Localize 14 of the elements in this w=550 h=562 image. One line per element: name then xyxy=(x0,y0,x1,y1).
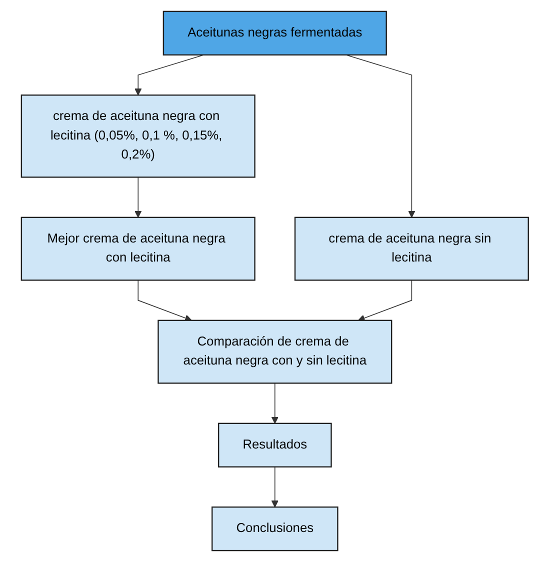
arrow xyxy=(134,176,142,218)
arrow xyxy=(346,54,416,218)
node-box: Comparación de crema de aceituna negra con y sin lecitina xyxy=(158,320,392,384)
arrow xyxy=(358,280,412,322)
node-box: Conclusiones xyxy=(212,506,338,552)
node-box: Aceitunas negras fermentadas xyxy=(162,10,388,56)
arrow xyxy=(271,466,279,508)
node-box: Mejor crema de aceituna negra con lecitina xyxy=(20,216,256,281)
arrow xyxy=(138,280,192,322)
node-box: crema de aceituna negra sin lecitina xyxy=(294,216,530,281)
node-box: Resultados xyxy=(218,422,332,468)
arrow xyxy=(271,382,279,424)
arrow xyxy=(134,54,204,96)
node-box: crema de aceituna negra con lecitina (0,05%, 0,1 %, 0,15%, 0,2%) xyxy=(20,94,256,178)
